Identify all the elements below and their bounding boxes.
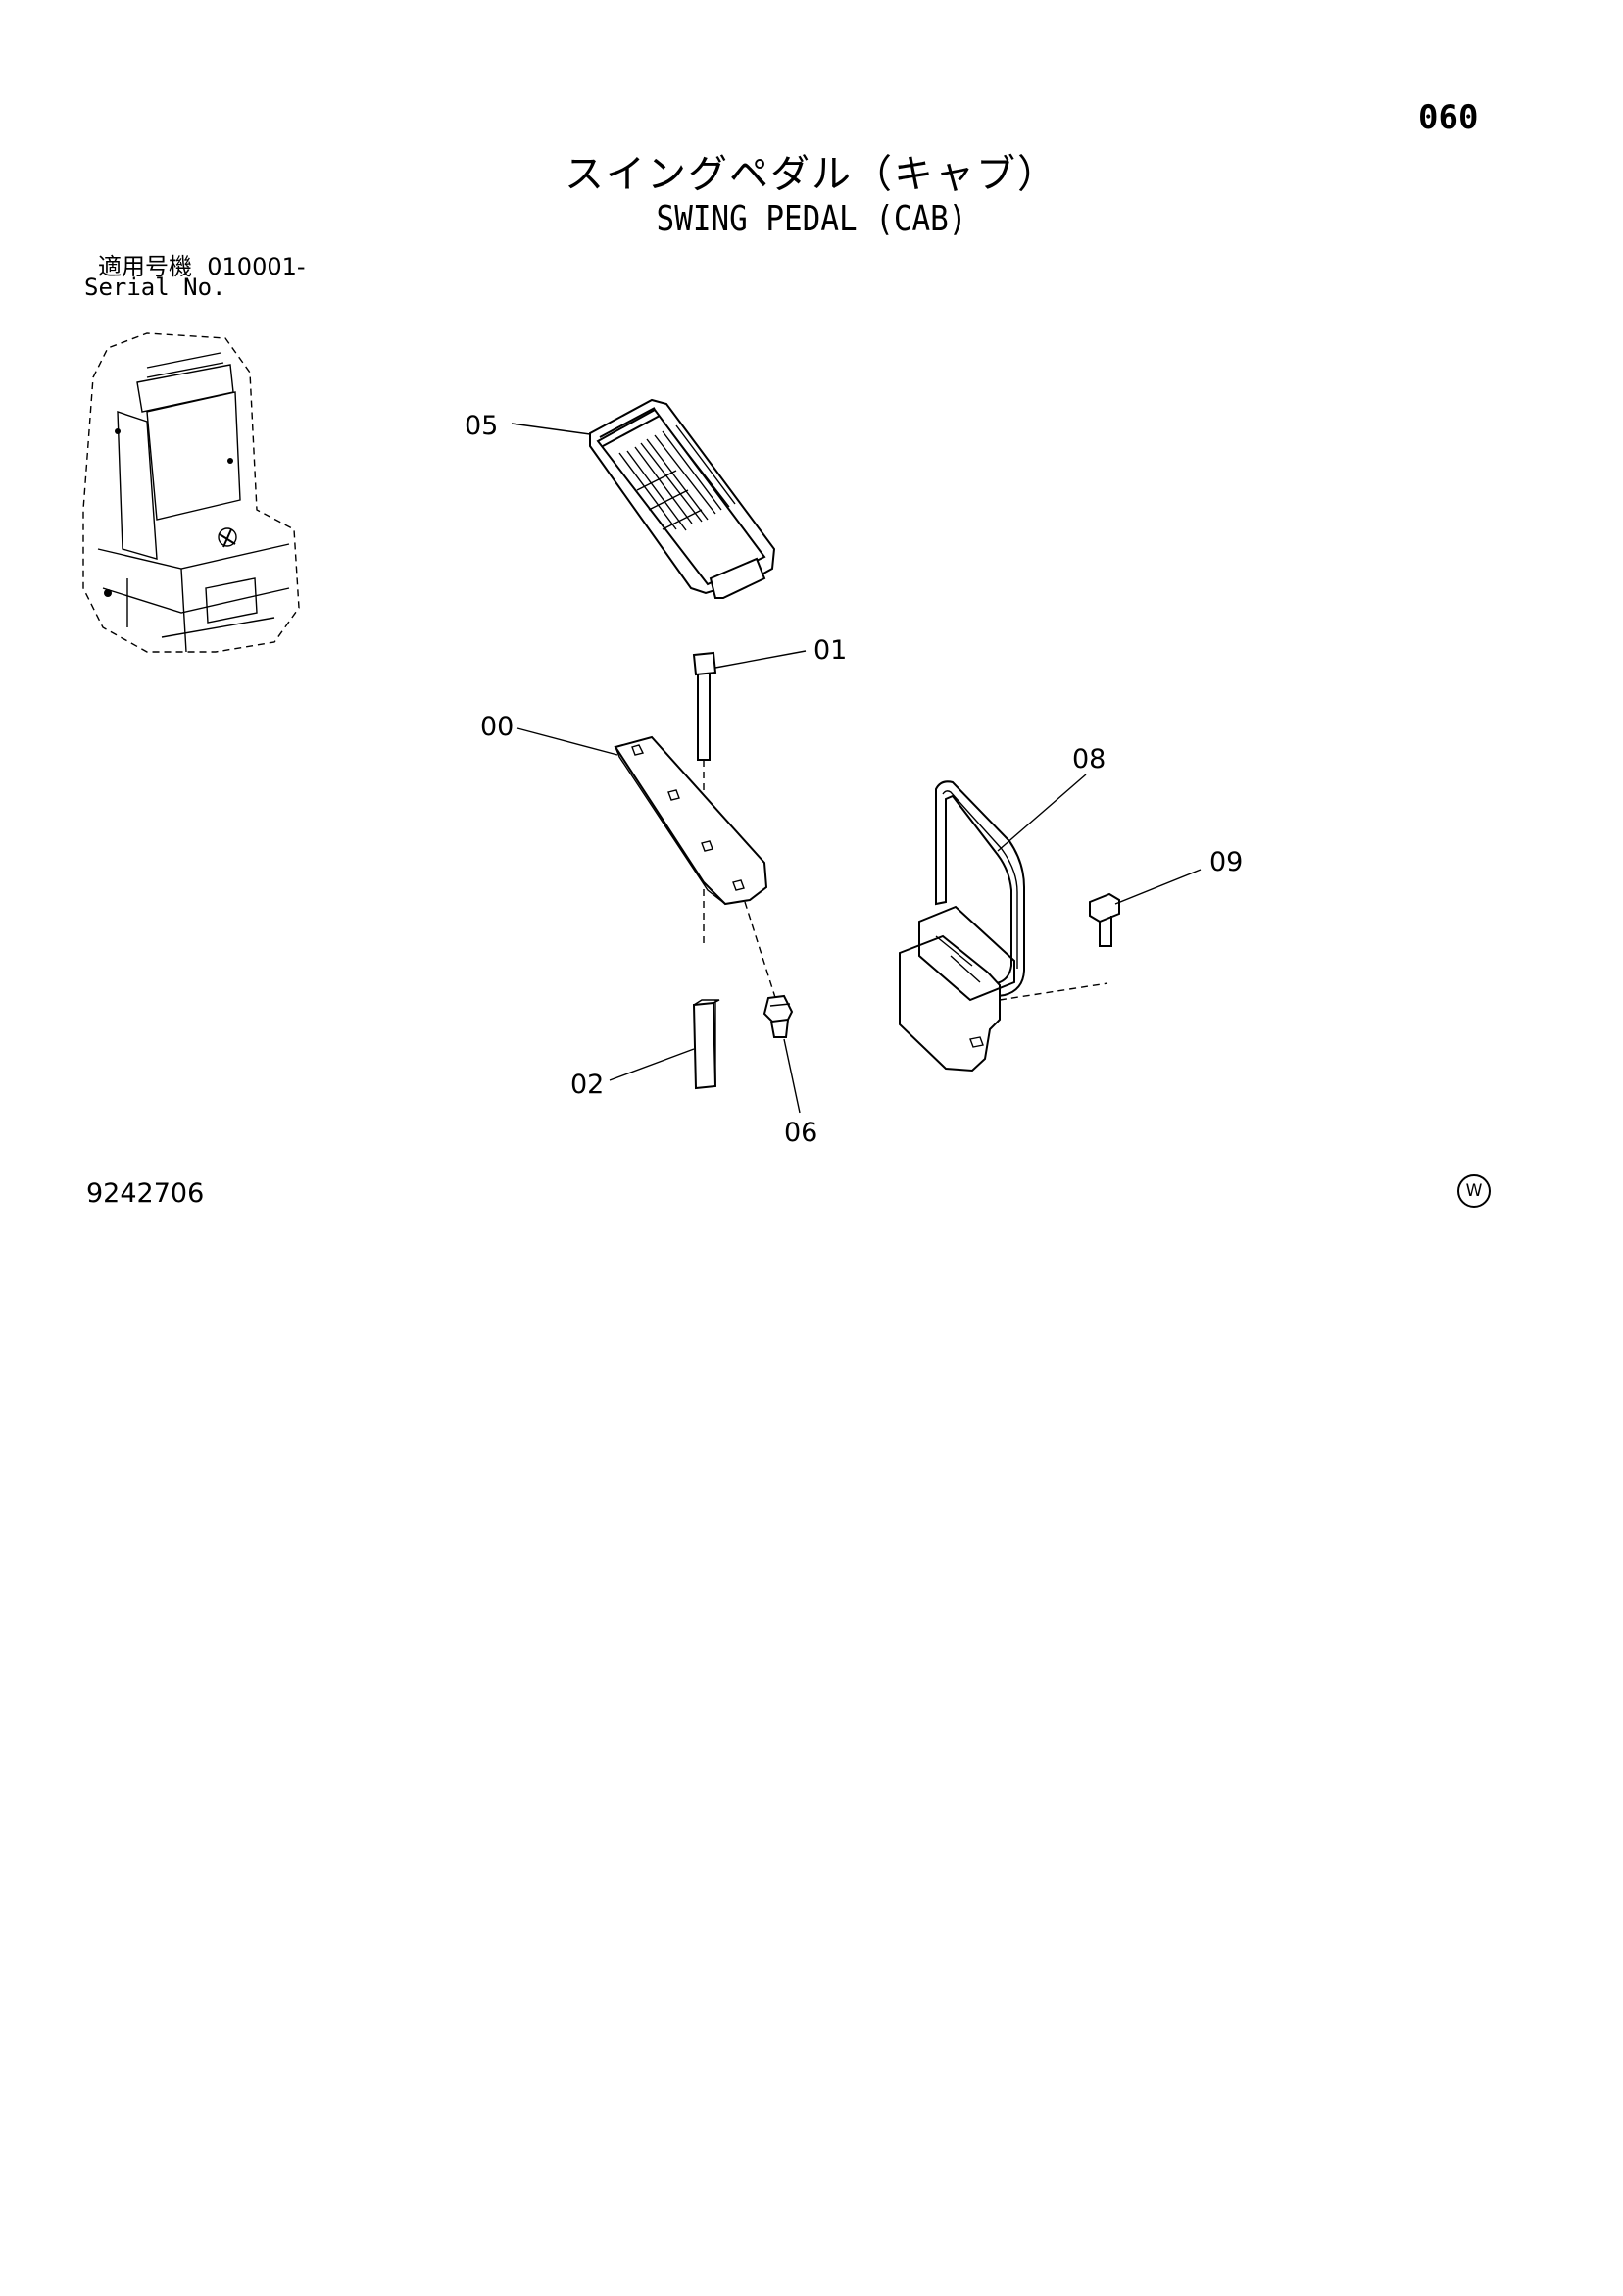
serial-range: 010001- bbox=[207, 253, 306, 280]
callout-05: 05 bbox=[465, 411, 498, 441]
serial-label-english: Serial No. bbox=[84, 274, 226, 301]
leader-lines bbox=[511, 423, 1202, 1114]
part-01-bolt bbox=[692, 651, 717, 946]
callout-09: 09 bbox=[1209, 847, 1243, 877]
parts-diagram: 05 01 00 08 09 02 06 bbox=[82, 332, 1243, 1148]
serial-label-japanese: 適用号機 010001- bbox=[98, 247, 306, 281]
callout-02: 02 bbox=[570, 1070, 604, 1100]
part-08-handle bbox=[899, 780, 1108, 1073]
part-09-hex-bolt bbox=[1089, 892, 1120, 947]
part-05-pedal-tread bbox=[589, 398, 776, 599]
callout-01: 01 bbox=[813, 635, 847, 666]
cab-locator-drawing bbox=[82, 332, 300, 653]
title-english: SWING PEDAL (CAB) bbox=[656, 199, 967, 239]
callout-06: 06 bbox=[784, 1118, 817, 1148]
part-06-clip-nut bbox=[762, 994, 794, 1038]
part-02-spacer bbox=[692, 999, 720, 1090]
part-00-bracket bbox=[614, 735, 780, 1011]
title-japanese: スイングペダル（キャブ） bbox=[565, 152, 1058, 197]
drawing-number: 9242706 bbox=[86, 1178, 205, 1209]
circled-w-mark: W bbox=[1457, 1174, 1491, 1208]
callout-08: 08 bbox=[1072, 744, 1106, 774]
serial-label: 適用号機 bbox=[98, 253, 192, 280]
callout-00: 00 bbox=[480, 712, 514, 742]
page-number: 060 bbox=[1418, 98, 1479, 137]
